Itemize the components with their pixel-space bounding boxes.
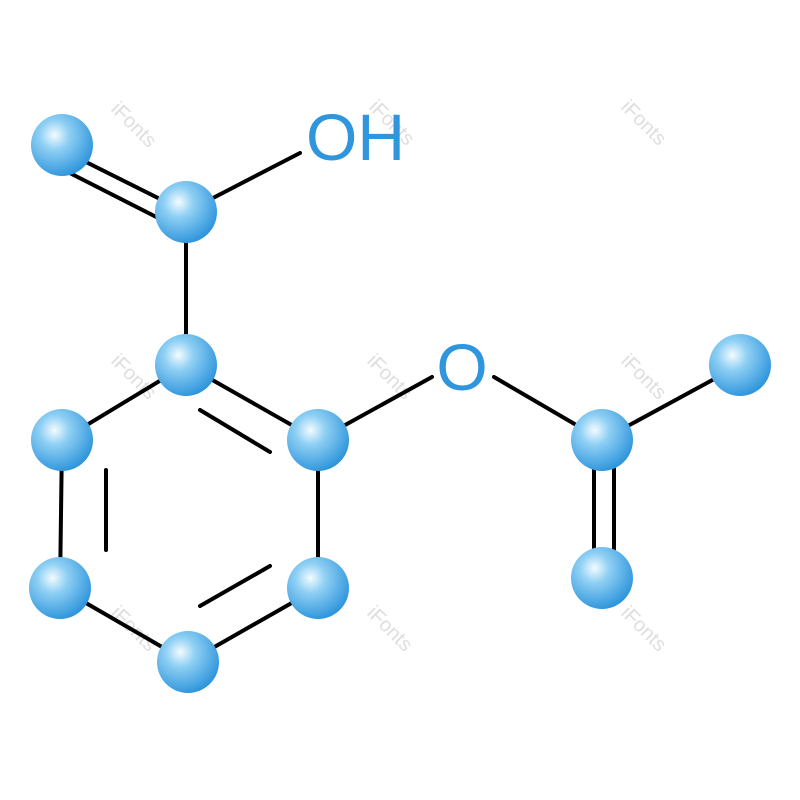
watermark: iFonts (362, 602, 416, 656)
atom-carbonyl-oxygen (31, 114, 93, 176)
atom-methyl-carbon (709, 334, 771, 396)
watermark: iFonts (616, 96, 670, 150)
watermark: iFonts (362, 350, 416, 404)
atoms (29, 114, 771, 693)
atom-carboxyl-carbon (155, 181, 217, 243)
watermark: iFonts (616, 350, 670, 404)
bond-ring-inner-1 (198, 408, 272, 454)
bond-ring-inner-2 (198, 564, 272, 608)
watermark: iFonts (106, 98, 160, 152)
atom-ring-c5 (29, 557, 91, 619)
atom-ring-c3 (287, 557, 349, 619)
atom-acetyl-carbon (571, 409, 633, 471)
bonds (54, 148, 742, 664)
atom-ring-c1 (155, 334, 217, 396)
atom-ring-c2 (287, 409, 349, 471)
atom-ring-c6 (31, 409, 93, 471)
atom-ring-c4 (157, 631, 219, 693)
hydroxyl-label: OH (306, 100, 405, 174)
watermark: iFonts (616, 602, 670, 656)
atom-acetyl-oxygen (571, 547, 633, 609)
ester-oxygen-label: O (436, 330, 487, 404)
